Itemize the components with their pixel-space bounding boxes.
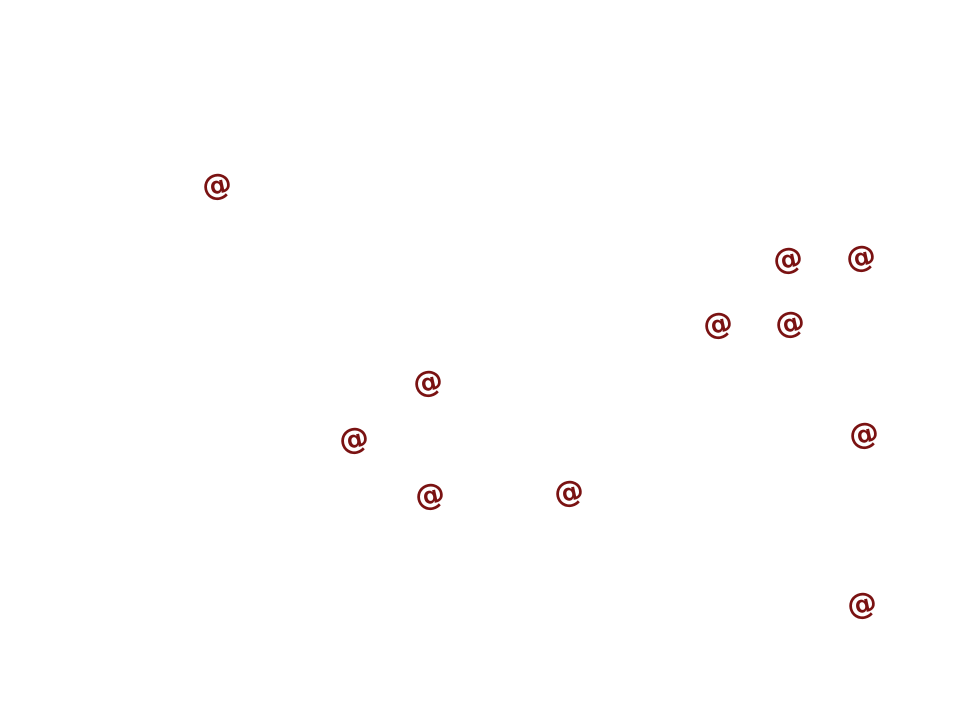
at-sign-glyph: @ xyxy=(842,237,880,278)
at-sign-glyph: @ xyxy=(699,304,737,345)
at-sign-glyph: @ xyxy=(550,472,588,513)
at-sign-glyph: @ xyxy=(411,475,449,516)
at-sign-glyph: @ xyxy=(845,414,883,455)
at-sign-glyph: @ xyxy=(843,584,881,625)
at-sign-glyph: @ xyxy=(409,362,447,403)
at-sign-glyph: @ xyxy=(771,303,809,344)
at-sign-glyph: @ xyxy=(769,239,807,280)
at-sign-glyph: @ xyxy=(198,165,236,206)
at-sign-glyph: @ xyxy=(335,419,373,460)
